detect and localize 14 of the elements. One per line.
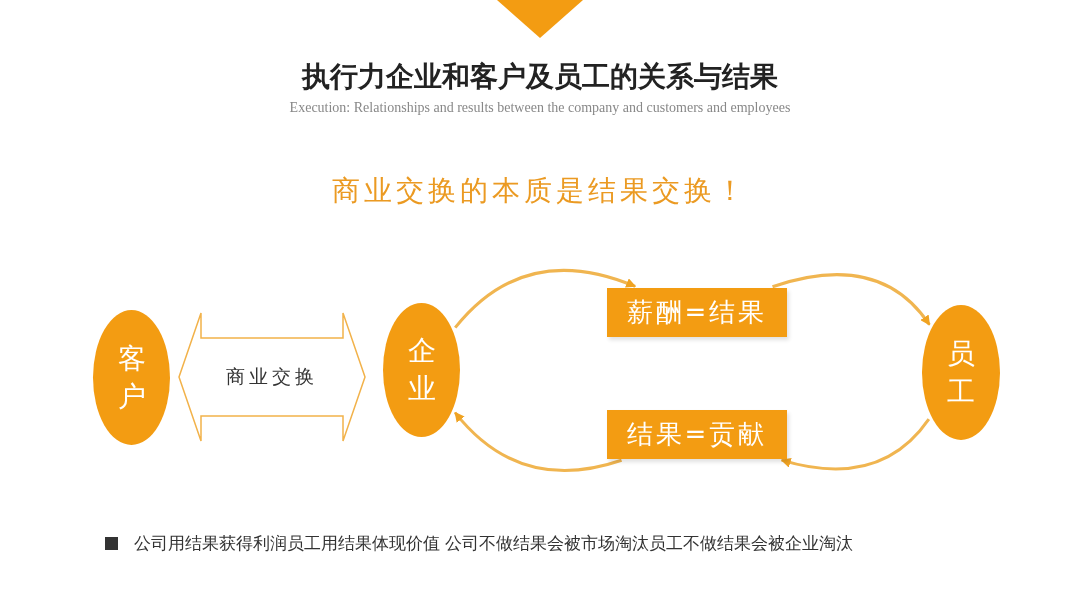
curved-arrow (772, 273, 931, 326)
subtitle: Execution: Relationships and results between the company and customers and employees (288, 100, 792, 116)
slogan: 商业交换的本质是结果交换！ (331, 173, 749, 209)
label-box: 结果=贡献 (607, 410, 787, 459)
oval-node: 企业 (383, 303, 460, 437)
curved-arrow (453, 411, 622, 472)
curved-arrow (454, 268, 637, 329)
double-arrow-shape: 商业交换 (178, 312, 366, 442)
curved-arrow (780, 418, 931, 471)
title: 执行力企业和客户及员工的关系与结果 (300, 59, 779, 95)
oval-node: 员工 (922, 305, 1000, 440)
note: 公司用结果获得利润员工用结果体现价值 公司不做结果会被市场淘汰员工不做结果会被企业淘汰 (134, 532, 854, 555)
label-box: 薪酬=结果 (607, 288, 787, 337)
oval-node: 客户 (93, 310, 170, 445)
